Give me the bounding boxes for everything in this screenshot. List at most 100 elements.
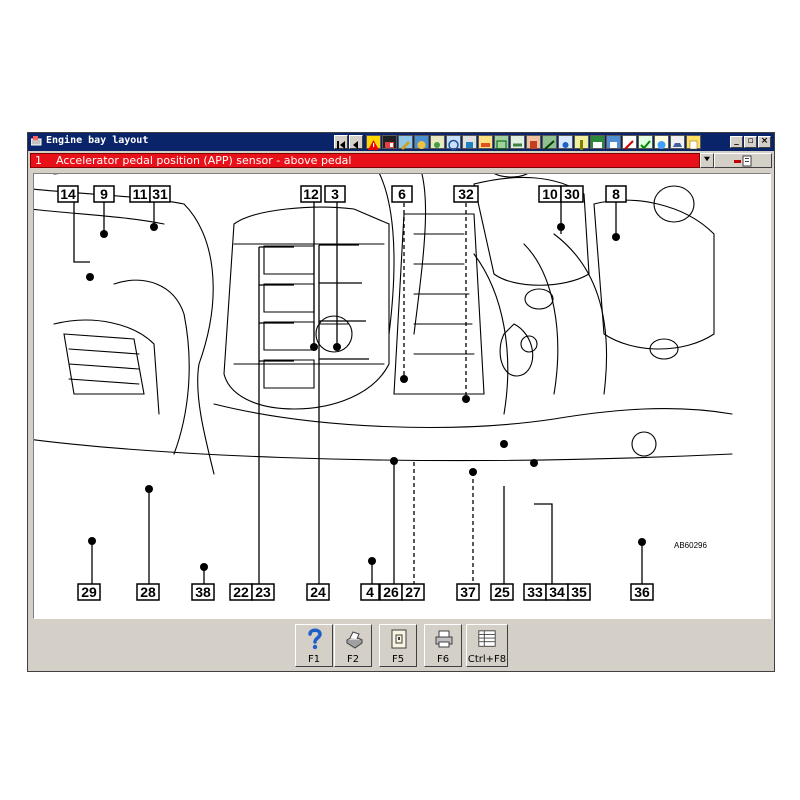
callout-label[interactable]: 27 [401,583,425,601]
svg-text:28: 28 [140,584,156,600]
top-callouts: 14 9 11 31 12 3 6 32 10 30 8 [57,185,627,203]
printer-icon [435,630,453,648]
svg-text:33: 33 [527,584,543,600]
chevron-down-icon [704,156,710,162]
camera-icon[interactable] [382,135,397,149]
app-icon [31,136,42,146]
svg-text:26: 26 [383,584,399,600]
component-selector[interactable]: 1 Accelerator pedal position (APP) senso… [30,153,700,168]
close-button[interactable]: × [758,136,771,148]
callout-label[interactable]: 30 [560,185,584,203]
svg-text:8: 8 [612,186,620,202]
document-key-label: F5 [391,654,405,665]
callout-label[interactable]: 23 [251,583,275,601]
ecu-icon[interactable] [478,135,493,149]
svg-text:23: 23 [255,584,271,600]
notes-icon[interactable] [686,135,701,150]
relay-icon[interactable] [526,135,541,149]
callout-label[interactable]: 24 [306,583,330,601]
engine-linework [34,174,733,475]
first-page-button[interactable] [334,135,348,149]
reference-code: AB60296 [674,541,707,550]
circuit-icon[interactable] [590,135,605,149]
callout-label[interactable]: 36 [630,583,654,601]
module-icon[interactable] [606,135,621,149]
print-preview-button[interactable]: F2 [334,624,372,667]
svg-text:3: 3 [331,186,339,202]
pin-icon[interactable] [574,135,589,150]
callout-label[interactable]: 10 [538,185,562,203]
table-icon [478,630,496,647]
maximize-button[interactable]: ▫ [744,136,757,148]
leader-lines [73,196,643,586]
callout-label[interactable]: 3 [324,185,346,203]
svg-text:38: 38 [195,584,211,600]
tools-icon[interactable] [622,135,637,150]
callout-label[interactable]: 14 [57,185,79,203]
callout-label[interactable]: 22 [229,583,253,601]
svg-text:36: 36 [634,584,650,600]
selector-number: 1 [35,154,42,167]
previous-icon [353,141,358,149]
callout-label[interactable]: 28 [136,583,160,601]
ground-icon[interactable] [494,135,509,150]
goto-icon [734,155,752,167]
warning-icon[interactable] [366,135,381,150]
callout-label[interactable]: 35 [567,583,591,601]
sensor-icon[interactable] [398,135,413,150]
callout-label[interactable]: 12 [300,185,322,203]
callout-label[interactable]: 33 [523,583,547,601]
gauge-icon[interactable] [446,135,461,151]
table-view-key-label: Ctrl+F8 [467,654,507,665]
callout-label[interactable]: 26 [379,583,403,601]
print-icon [346,631,363,649]
svg-text:12: 12 [303,186,319,202]
connector-icon[interactable] [430,135,445,149]
callout-label[interactable]: 29 [77,583,101,601]
application-window: Engine bay layout [27,132,775,672]
callout-label[interactable]: 32 [453,185,479,203]
check-icon[interactable] [638,135,653,150]
svg-text:6: 6 [398,186,406,202]
callout-label[interactable]: 9 [93,185,115,203]
callout-label[interactable]: 37 [456,583,480,601]
callout-label[interactable]: 34 [545,583,569,601]
callout-label[interactable]: 11 [129,185,151,203]
print-button[interactable]: F6 [424,624,462,667]
help-key-label: F1 [307,654,321,665]
engine-drawing: 14 9 11 31 12 3 6 32 10 30 8 AB60296 29 … [34,174,733,601]
svg-text:35: 35 [571,584,587,600]
help-button[interactable]: F1 [295,624,333,667]
callout-dots [86,223,646,571]
engine-bay-diagram: 14 9 11 31 12 3 6 32 10 30 8 AB60296 29 … [33,173,771,619]
svg-text:11: 11 [133,186,148,202]
callout-label[interactable]: 8 [605,185,627,203]
callout-label[interactable]: 4 [360,583,380,601]
selector-dropdown-button[interactable] [700,153,714,168]
help-icon [308,628,322,650]
bottom-callouts: 29 28 38 22 23 24 4 26 27 37 25 33 34 35… [77,583,654,601]
car-icon[interactable] [670,135,685,149]
callout-label[interactable]: 6 [391,185,413,203]
previous-page-button[interactable] [349,135,363,149]
go-to-component-button[interactable] [714,153,772,168]
table-view-button[interactable]: Ctrl+F8 [466,624,508,667]
fuse-icon[interactable] [510,135,525,149]
harness-icon[interactable] [542,135,557,150]
svg-text:25: 25 [494,584,510,600]
title-bar: Engine bay layout [28,133,774,151]
callout-label[interactable]: 31 [149,185,171,203]
svg-text:4: 4 [366,584,374,600]
document-button[interactable]: F5 [379,624,417,667]
callout-label[interactable]: 38 [191,583,215,601]
info-icon[interactable] [654,135,669,149]
svg-text:31: 31 [152,186,168,202]
minimize-button[interactable]: _ [730,136,743,148]
wiring-icon[interactable] [414,135,429,149]
svg-text:34: 34 [549,584,565,600]
svg-text:14: 14 [60,186,76,202]
location-icon[interactable] [558,135,573,149]
component-icon[interactable] [462,135,477,149]
document-icon [391,629,407,649]
callout-label[interactable]: 25 [490,583,514,601]
